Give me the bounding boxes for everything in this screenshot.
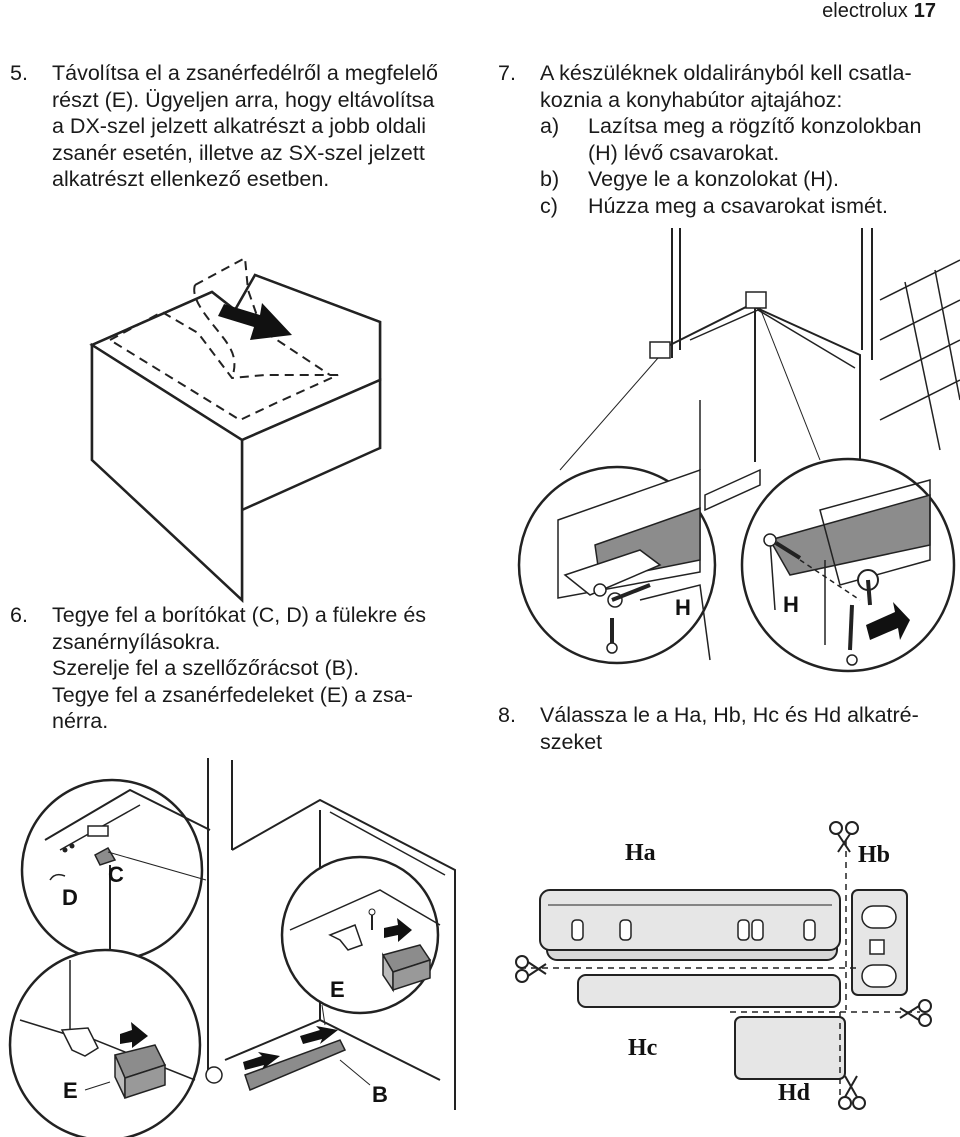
page-number: 17 [913,0,936,22]
step-number: 6. [10,603,28,627]
step-number: 5. [10,61,28,85]
step-number: 8. [498,703,516,727]
text-line: a DX-szel jelzett alkatrészt a jobb olda… [52,114,427,138]
step-number: 7. [498,61,516,85]
text-line: Tegye fel a zsanérfedeleket (E) a zsa- [52,682,413,707]
brand-name: electrolux [822,0,908,22]
text-line: Válassza le a Ha, Hb, Hc és Hd alkatré- [540,703,919,727]
text-line: Lazítsa meg a rögzítő konzolokban [588,114,922,138]
label-e: E [63,1078,78,1103]
scissors-icon [515,955,547,983]
text-line: Szerelje fel a szellőzőrácsot (B). [52,656,360,680]
item-label: b) [540,167,560,191]
label-e: E [330,977,345,1002]
label-h: H [675,595,691,620]
text-line: zsanérnyílásokra. [52,629,221,654]
text-line: Vegye le a konzolokat (H). [588,167,839,191]
text-line: zsanér esetén, illetve az SX-szel jelzet… [52,140,425,165]
label-hd: Hd [778,1080,811,1106]
step-6: 6. Tegye fel a borítókat (C, D) a fülekr… [10,602,480,735]
label-hb: Hb [858,842,890,868]
text-line: alkatrészt ellenkező esetben. [52,167,330,191]
item-label: c) [540,193,558,218]
text-line: Tegye fel a borítókat (C, D) a fülekre é… [52,603,427,627]
text-line: Húzza meg a csavarokat ismét. [588,193,888,218]
text-line: Távolítsa el a zsanérfedélről a megfelel… [52,61,439,85]
text-line: nérra. [52,709,109,733]
label-hc: Hc [628,1035,658,1061]
list-item: b) Vegye le a konzolokat (H). [540,166,958,193]
label-h: H [783,592,799,617]
scissors-icon [838,1075,866,1110]
item-label: a) [540,114,560,138]
label-ha: Ha [625,840,656,866]
scissors-icon [829,821,859,853]
text-line: A készüléknek oldalirányból kell csatla- [540,61,912,85]
label-d: D [62,885,78,910]
step-8: 8. Válassza le a Ha, Hb, Hc és Hd alkatr… [498,702,958,755]
list-item: c) Húzza meg a csavarokat ismét. [540,193,958,220]
text-line: részt (E). Ügyeljen arra, hogy eltávolít… [52,87,435,112]
label-b: B [372,1082,388,1107]
step-7: 7. A készüléknek oldalirányból kell csat… [498,60,958,219]
label-c: C [108,862,124,887]
text-line: (H) lévő csavarokat. [588,140,780,165]
list-item: a) Lazítsa meg a rögzítő konzolokban (H)… [540,113,958,166]
text-line: koznia a konyhabútor ajtajához: [540,87,843,112]
scissors-icon [899,999,932,1027]
text-line: szeket [540,729,603,754]
step-5: 5. Távolítsa el a zsanérfedélről a megfe… [10,60,470,193]
